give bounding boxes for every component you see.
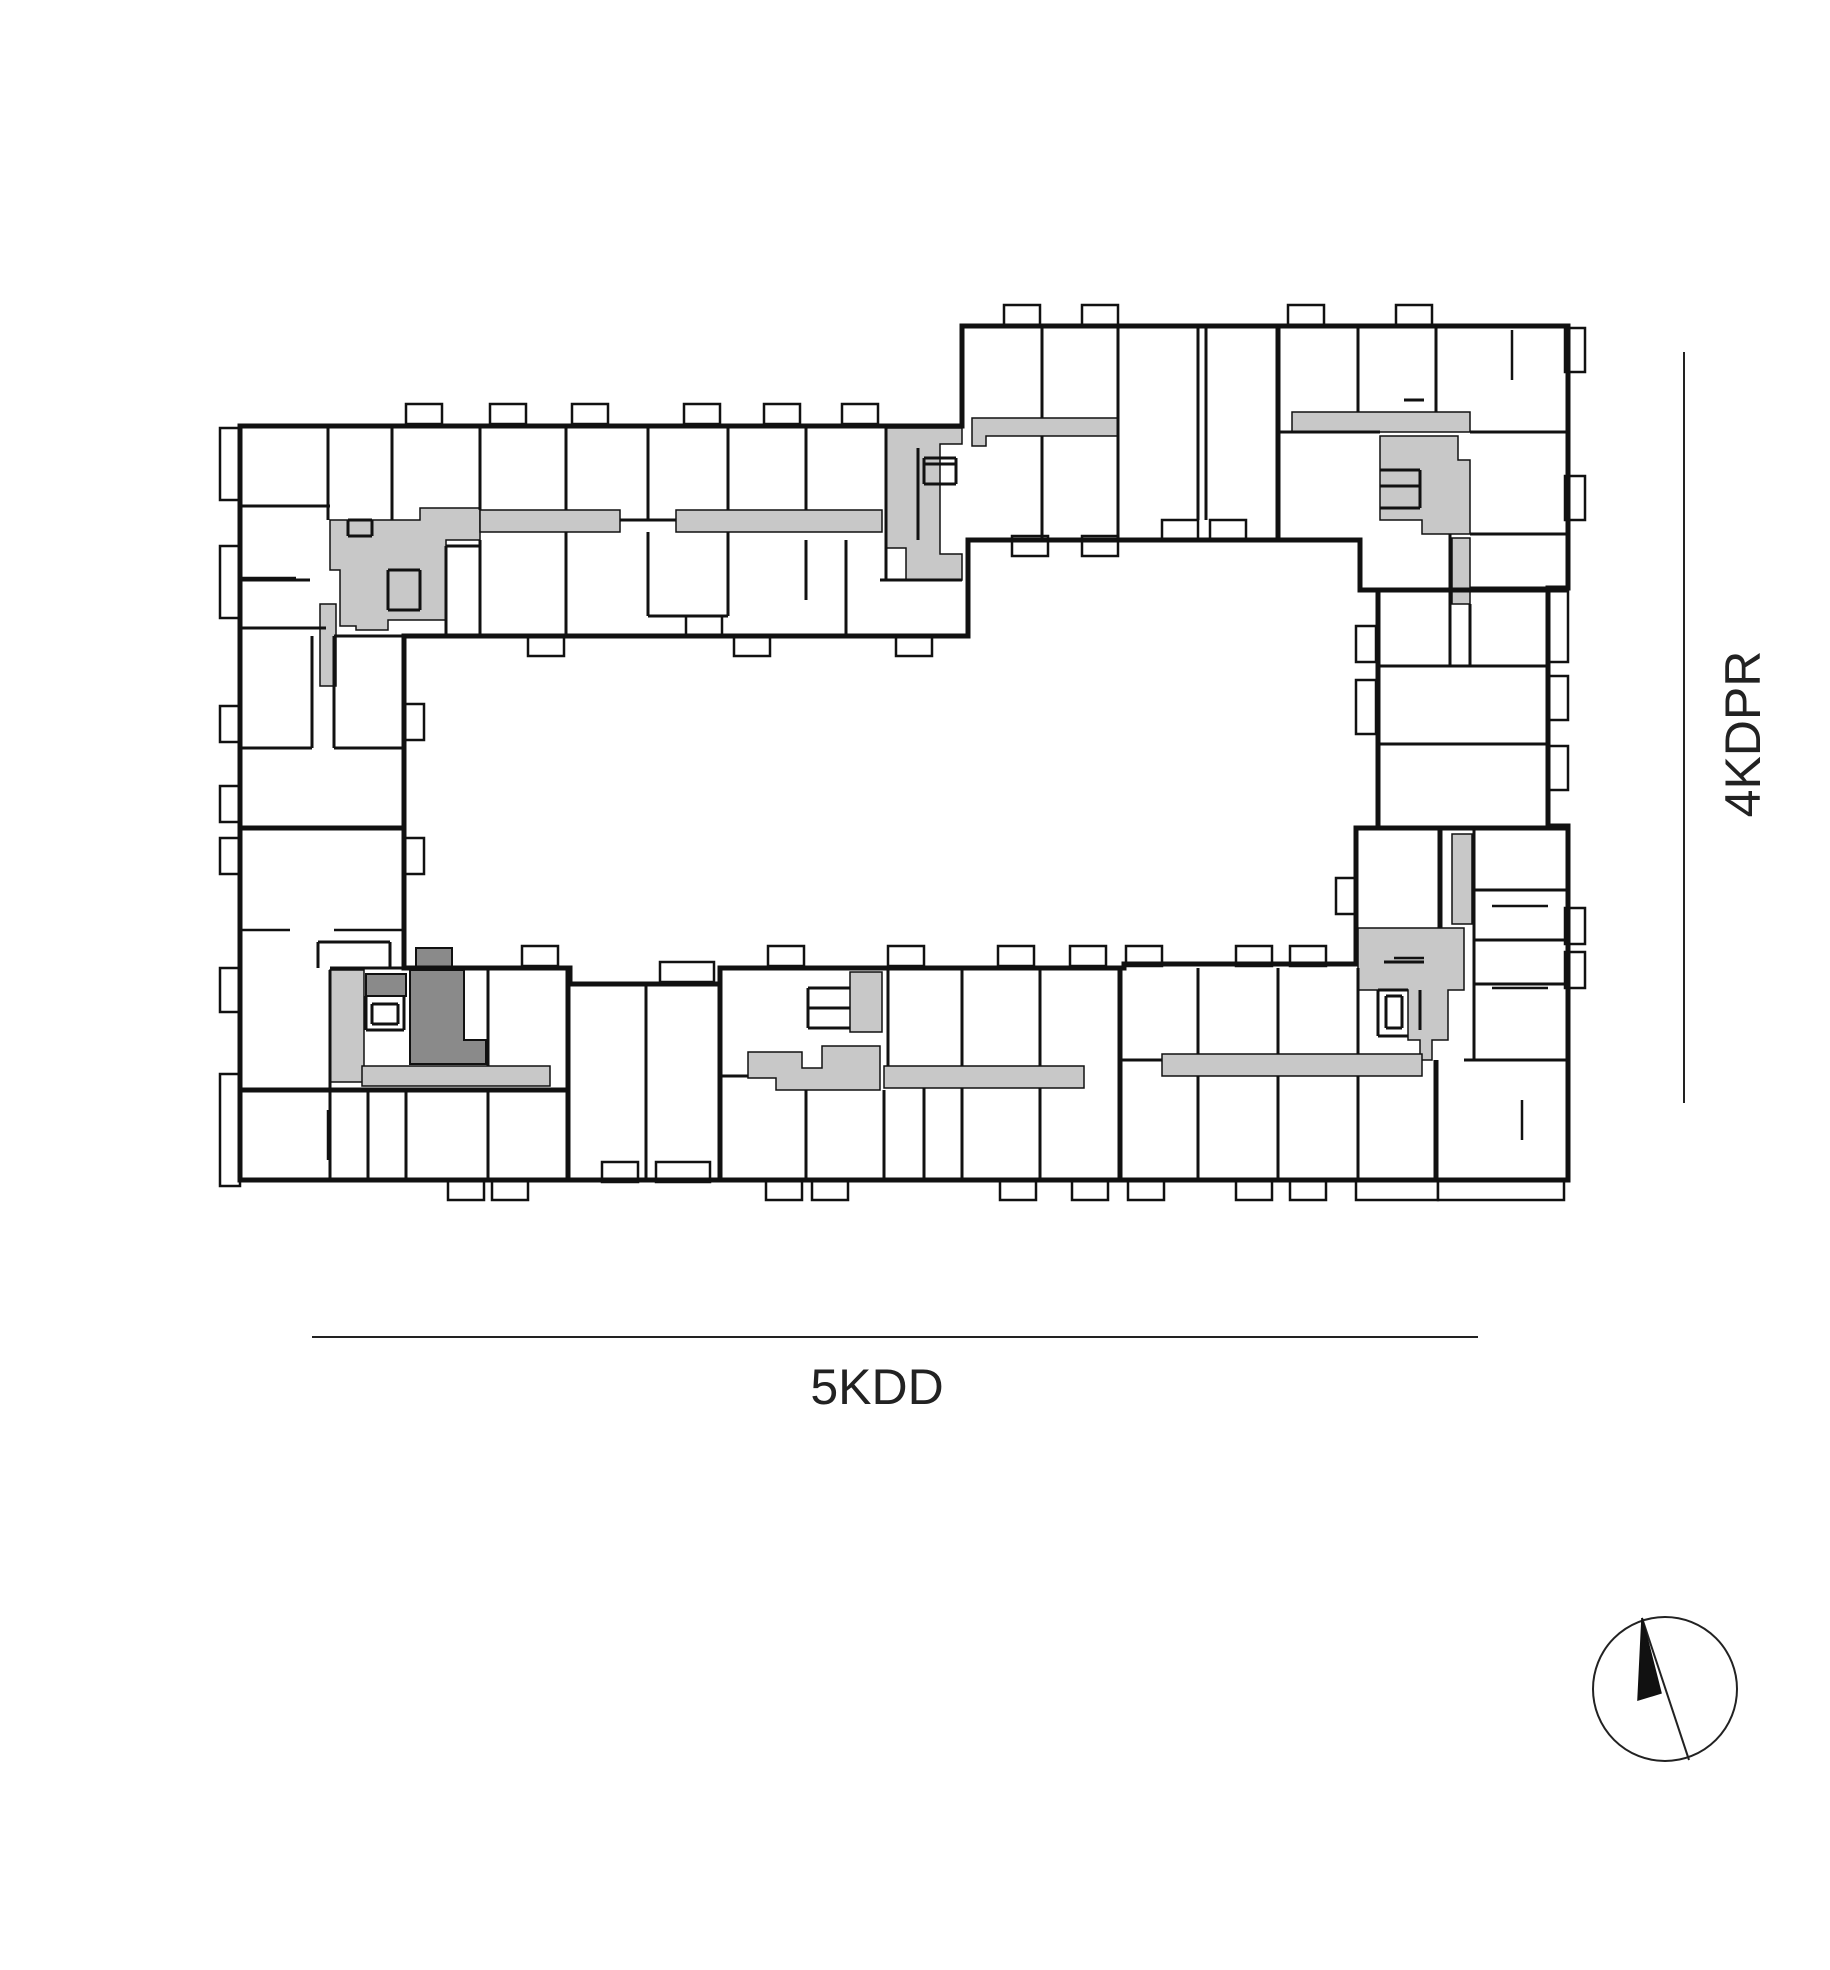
north-arrow-icon <box>1592 1616 1738 1762</box>
stair-core <box>365 947 487 1065</box>
height-dimension-label: 4KDPR <box>1715 651 1771 818</box>
width-dimension-label: 5KDD <box>810 1359 943 1415</box>
partition-ticks <box>240 330 1548 1160</box>
